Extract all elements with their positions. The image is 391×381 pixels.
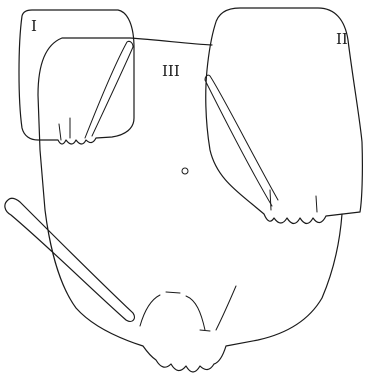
part-two-ticks (270, 190, 317, 212)
central-lobes (140, 286, 236, 331)
label-part-one: I (31, 17, 37, 35)
small-pore-mark (182, 168, 188, 174)
part-one-appendage (85, 41, 133, 138)
label-part-two: II (336, 30, 348, 48)
part-two-appendage (205, 75, 278, 206)
part-three-outline (38, 38, 342, 372)
part-one-ticks (59, 118, 70, 140)
lower-left-appendage (5, 198, 135, 321)
label-part-three: III (162, 62, 180, 80)
